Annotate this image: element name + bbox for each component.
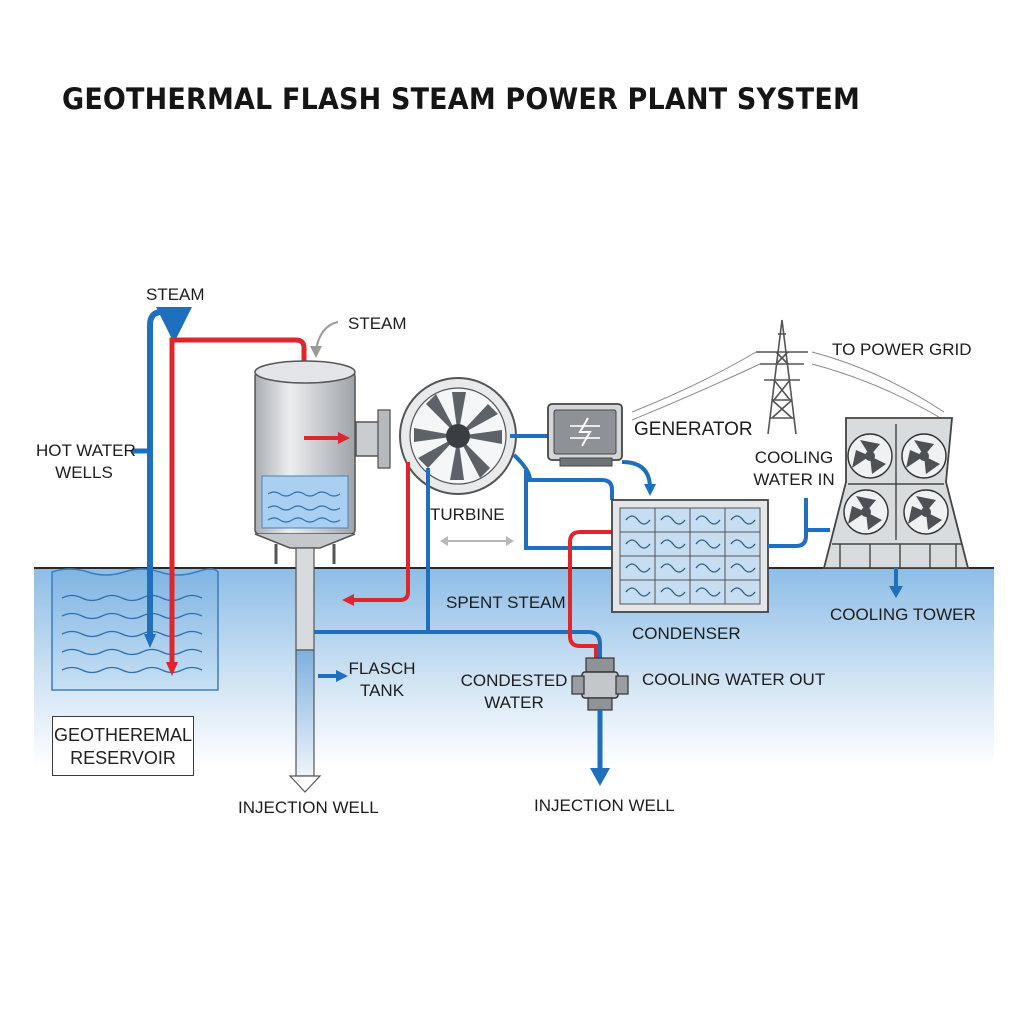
reservoir-pool <box>51 568 219 691</box>
flash-tank <box>254 360 356 651</box>
turbine <box>355 377 517 495</box>
condensate-pipe <box>568 530 612 660</box>
label-injection-well-right: INJECTION WELL <box>534 796 675 815</box>
spent-steam-return-pipe <box>314 630 602 660</box>
injection-well-right-arrow <box>590 768 610 786</box>
power-lines <box>631 351 945 421</box>
steam-indicator-arrow <box>315 321 339 351</box>
condensate-pump <box>571 657 629 711</box>
generator <box>547 403 623 467</box>
steam-indicator-arrowhead <box>310 346 322 358</box>
label-hot-water-wells-line2: WELLS <box>55 463 113 482</box>
generator-condenser-pipe <box>621 460 652 489</box>
label-steam-tank: STEAM <box>348 314 407 333</box>
label-flash-tank-line2: TANK <box>359 681 405 700</box>
label-condenser: CONDENSER <box>632 624 741 643</box>
label-condensed-water-line2: WATER <box>484 693 544 712</box>
cooling-tower-outflow-arrow <box>889 586 903 598</box>
transmission-tower <box>756 319 808 435</box>
cold-well-pipe <box>147 306 192 640</box>
label-cooling-water-out: COOLING WATER OUT <box>642 670 826 689</box>
hot-down-arrow <box>166 662 178 676</box>
flash-tank-return-arrowhead <box>336 670 348 682</box>
label-cooling-water-in-line2: WATER IN <box>753 470 835 489</box>
tank-turbine-arrowhead <box>338 432 350 444</box>
geothermal-reservoir-label: GEOTHEREMAL RESERVOIR <box>52 716 194 776</box>
turbine-exhaust-pipe <box>512 453 614 500</box>
label-condensed-water: CONDESTED WATER <box>458 670 570 714</box>
label-injection-well-left: INJECTION WELL <box>238 798 379 817</box>
turbine-lateral-arrow <box>440 536 514 546</box>
injection-well-left <box>288 649 322 793</box>
label-cooling-water-in: COOLING WATER IN <box>744 447 844 491</box>
label-generator: GENERATOR <box>634 419 753 440</box>
label-cooling-water-in-line1: COOLING <box>754 448 834 467</box>
steam-pipe-hot <box>169 337 307 668</box>
geothermal-reservoir-line1: GEOTHEREMAL <box>53 725 193 745</box>
label-to-power-grid: TO POWER GRID <box>832 340 972 359</box>
condenser <box>611 499 769 613</box>
label-condensed-water-line1: CONDESTED <box>460 671 568 690</box>
label-cooling-tower: COOLING TOWER <box>830 605 976 624</box>
label-turbine: TURBINE <box>430 505 505 524</box>
label-steam-top: STEAM <box>146 285 205 304</box>
cooling-tower <box>822 417 970 569</box>
spent-steam-arrowhead <box>342 594 354 606</box>
cooling-water-in-pipe <box>768 498 808 548</box>
cold-down-arrow <box>144 634 156 648</box>
label-hot-water-wells: HOT WATER WELLS <box>36 440 136 484</box>
spent-steam-pipe <box>352 462 410 602</box>
exhaust-lower-pipe <box>524 470 612 550</box>
label-hot-water-wells-line1: HOT WATER <box>36 441 136 460</box>
label-spent-steam: SPENT STEAM <box>446 593 566 612</box>
label-flash-tank: FLASCH TANK <box>340 658 424 702</box>
label-flash-tank-line1: FLASCH <box>348 659 416 678</box>
page-title: GEOTHERMAL FLASH STEAM POWER PLANT SYSTE… <box>62 82 861 116</box>
generator-condenser-arrowhead <box>644 484 656 496</box>
geothermal-reservoir-line2: RESERVOIR <box>70 748 176 768</box>
